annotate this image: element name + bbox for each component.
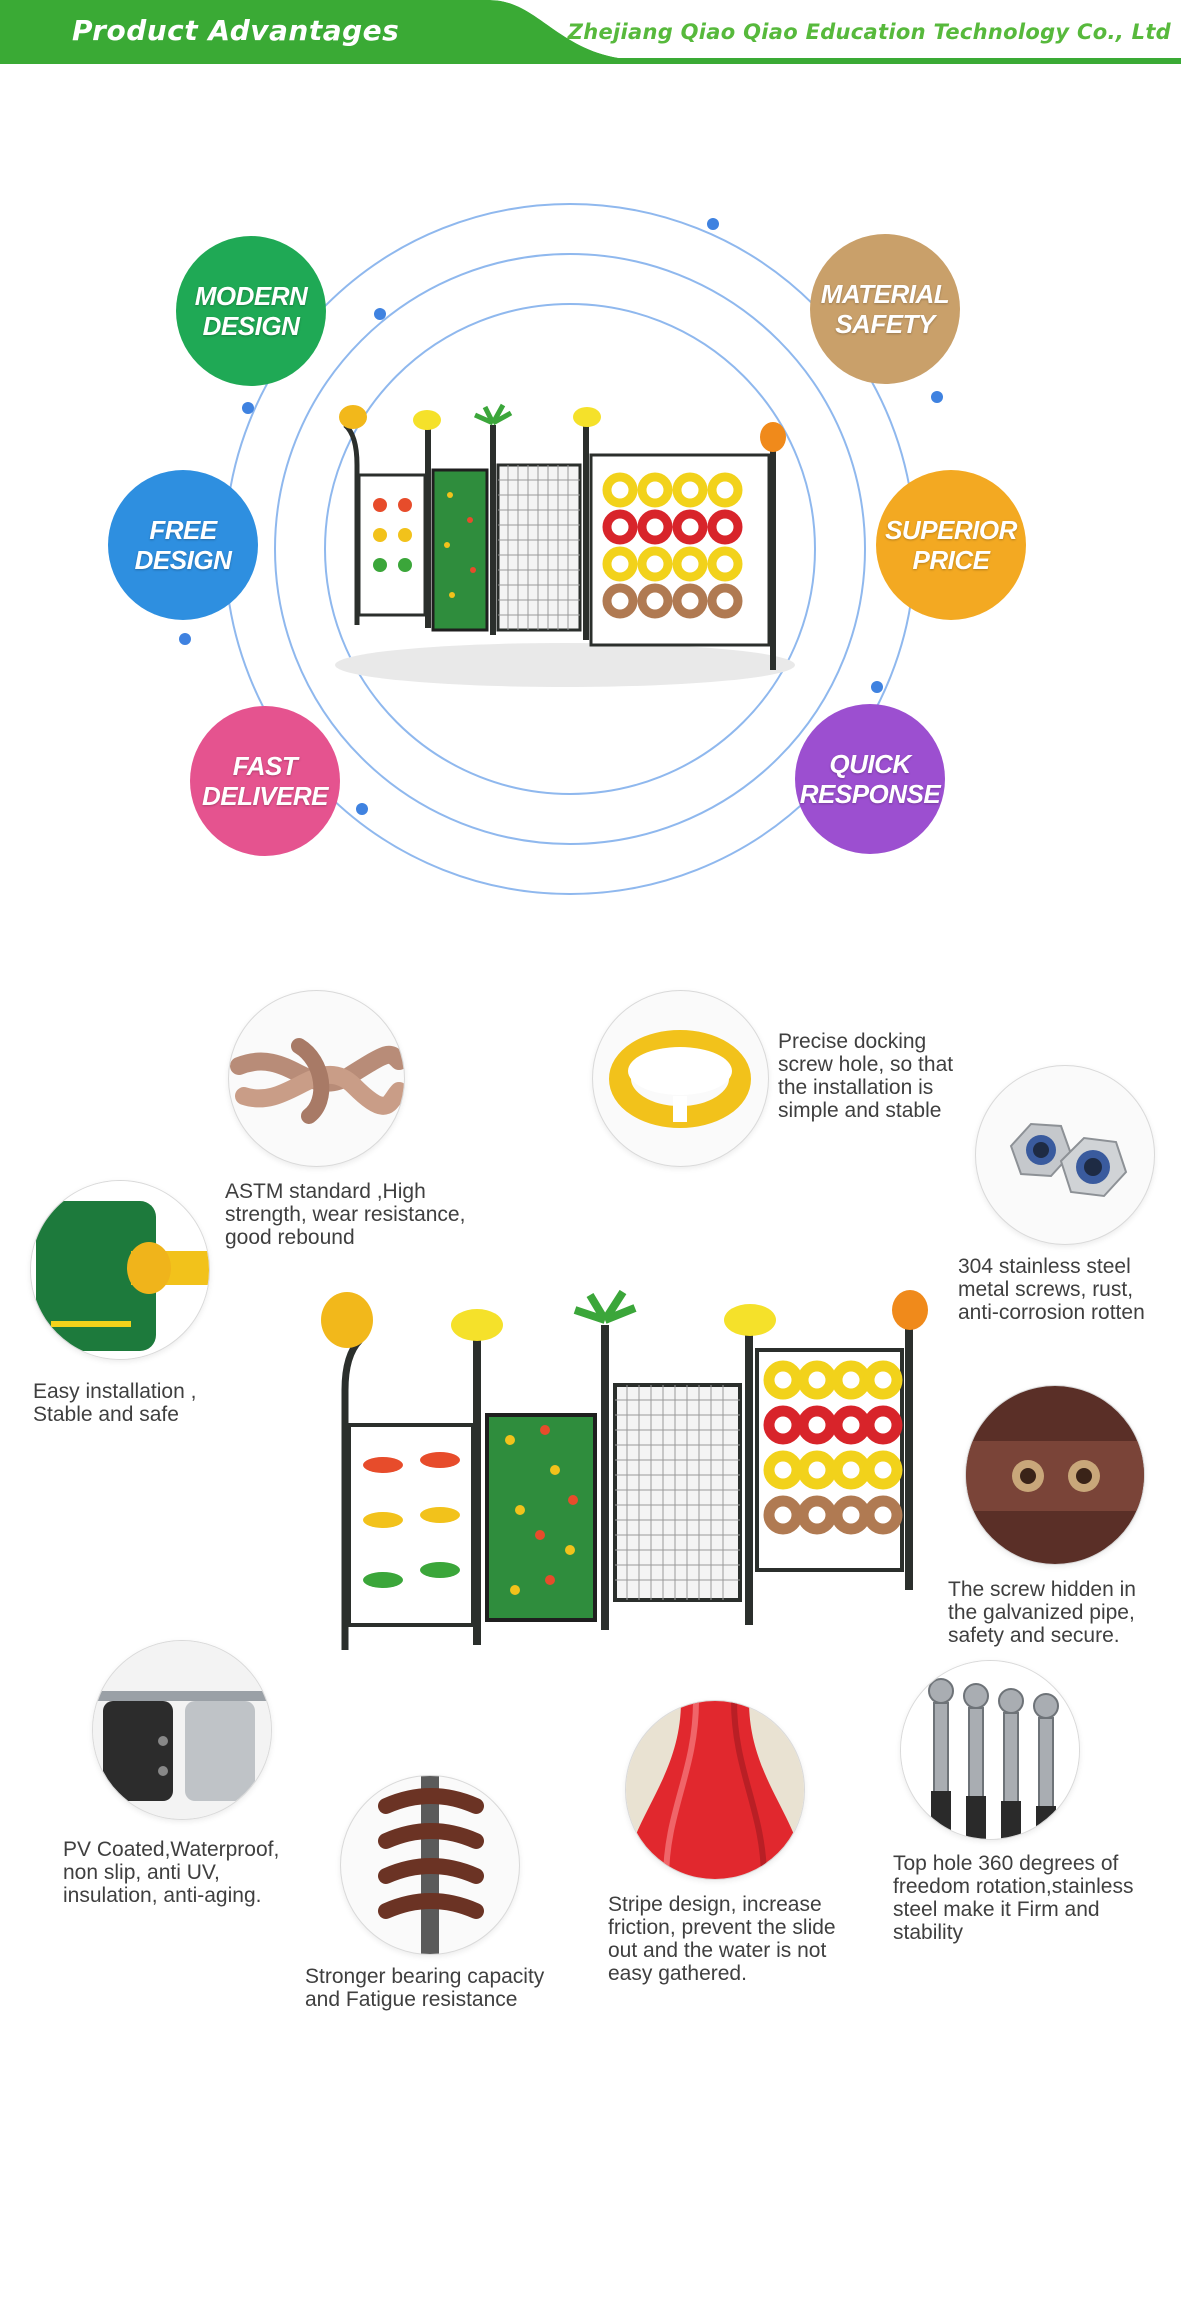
header-background — [0, 0, 1181, 64]
yellow-clamp-graphic — [609, 1030, 751, 1128]
swivel-bolt-icon — [900, 1660, 1080, 1840]
swivel-bolt-graphic — [901, 1661, 1079, 1839]
advantage-label: FAST DELIVERE — [201, 751, 329, 811]
feature-text-nuts: 304 stainless steel metal screws, rust, … — [958, 1255, 1145, 1324]
advantage-label: SUPERIOR PRICE — [885, 515, 1017, 575]
advantage-quick-response: QUICK RESPONSE — [795, 704, 945, 854]
advantage-modern-design: MODERN DESIGN — [176, 236, 326, 386]
coated-pipe-icon — [92, 1640, 272, 1820]
company-name: Zhejiang Qiao Qiao Education Technology … — [567, 20, 1171, 44]
steel-nut-graphic — [1009, 1122, 1128, 1198]
feature-text-hidden-screw: The screw hidden in the galvanized pipe,… — [948, 1578, 1136, 1647]
coated-pipe-graphic — [93, 1641, 271, 1819]
spring-icon — [340, 1775, 520, 1955]
product-illustration-small — [335, 403, 795, 687]
steel-nut-icon — [975, 1065, 1155, 1245]
feature-text-clamp: Precise docking screw hole, so that the … — [778, 1030, 954, 1122]
feature-text-clip: Easy installation , Stable and safe — [33, 1380, 197, 1426]
rope-knot-graphic — [230, 1038, 404, 1124]
red-slide-graphic — [626, 1701, 804, 1879]
advantage-label: FREE DESIGN — [134, 515, 232, 575]
feature-text-coated: PV Coated,Waterproof, non slip, anti UV,… — [63, 1838, 280, 1907]
advantage-fast-delivere: FAST DELIVERE — [190, 706, 340, 856]
feature-text-spring: Stronger bearing capacity and Fatigue re… — [305, 1965, 545, 2011]
red-slide-icon — [625, 1700, 805, 1880]
panel-clip-graphic — [31, 1181, 209, 1359]
advantage-label: MODERN DESIGN — [194, 281, 308, 341]
feature-text-slide: Stripe design, increase friction, preven… — [608, 1893, 836, 1985]
advantage-label: QUICK RESPONSE — [799, 749, 941, 809]
advantage-label: MATERIAL SAFETY — [820, 279, 950, 339]
spring-graphic — [378, 1776, 484, 1954]
yellow-clamp-icon — [592, 990, 769, 1167]
panel-clip-icon — [30, 1180, 210, 1360]
feature-text-rope: ASTM standard ,High strength, wear resis… — [225, 1180, 466, 1249]
product-illustration-large — [321, 1289, 928, 1650]
advantage-superior-price: SUPERIOR PRICE — [876, 470, 1026, 620]
rope-knot-icon — [228, 990, 405, 1167]
feature-text-swivel: Top hole 360 degrees of freedom rotation… — [893, 1852, 1134, 1944]
hidden-screw-icon — [965, 1385, 1145, 1565]
advantage-free-design: FREE DESIGN — [108, 470, 258, 620]
page-title: Product Advantages — [72, 14, 400, 47]
hidden-screw-graphic — [966, 1386, 1144, 1564]
advantage-material-safety: MATERIAL SAFETY — [810, 234, 960, 384]
header-bar: Product Advantages Zhejiang Qiao Qiao Ed… — [0, 0, 1181, 64]
